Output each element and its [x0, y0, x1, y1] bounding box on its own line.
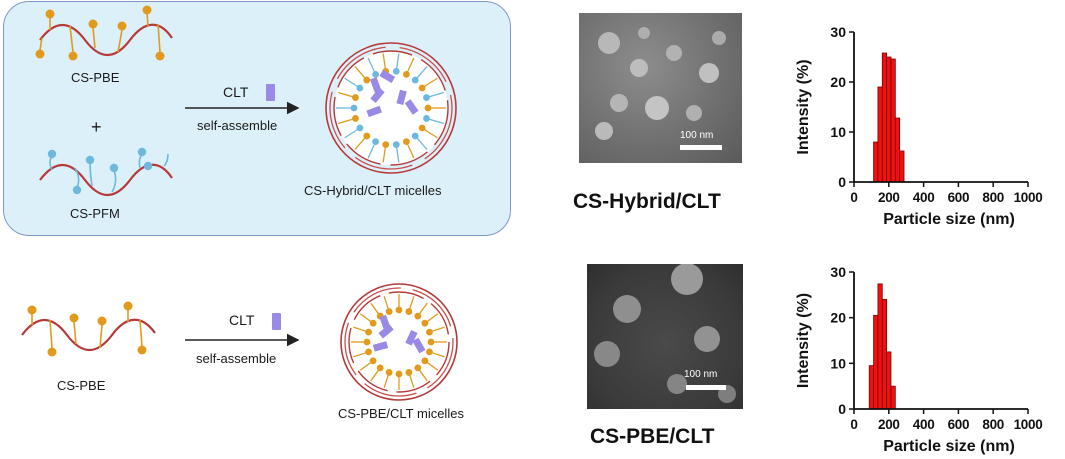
- histogram-bar: [873, 141, 879, 183]
- x-tick-label: 200: [878, 417, 900, 432]
- y-tick-label: 10: [830, 124, 846, 140]
- x-tick-label: 0: [850, 190, 857, 205]
- cs-pfm-label: CS-PFM: [70, 206, 120, 221]
- cs-pbe-label-2: CS-PBE: [57, 378, 106, 393]
- pbe-micelle-icon: [340, 283, 458, 401]
- caption-pbe: CS-PBE/CLT: [590, 425, 715, 448]
- x-tick-label: 400: [913, 417, 935, 432]
- histogram-bar: [877, 86, 883, 183]
- histogram-bar: [868, 365, 874, 410]
- tem-image-pbe: 100 nm: [587, 264, 743, 409]
- histogram-bar: [877, 283, 883, 410]
- x-tick-label: 800: [982, 190, 1004, 205]
- histogram-bar: [873, 314, 879, 410]
- tem-image-hybrid: 100 nm: [579, 13, 742, 163]
- hybrid-micelles-label: CS-Hybrid/CLT micelles: [304, 183, 442, 198]
- x-tick-label: 0: [850, 417, 857, 432]
- scale-bar-hybrid: [680, 145, 722, 150]
- self-assemble-label-2: self-assemble: [196, 351, 277, 366]
- x-tick-label: 1000: [1014, 417, 1043, 432]
- x-tick-label: 800: [982, 417, 1004, 432]
- y-tick-label: 30: [830, 264, 846, 280]
- cs-pbe-label: CS-PBE: [71, 70, 120, 85]
- y-tick-label: 20: [830, 74, 846, 90]
- scale-label-pbe: 100 nm: [684, 369, 718, 380]
- x-axis-label: Particle size (nm): [883, 211, 1015, 228]
- clt-label-2: CLT: [229, 312, 255, 328]
- y-tick-label: 20: [830, 310, 846, 326]
- cs-pbe-chain-icon-2: [21, 301, 156, 357]
- cs-pfm-chain-icon: [39, 147, 173, 196]
- hybrid-micelle-icon: [325, 42, 457, 174]
- plus-sign: +: [91, 117, 102, 137]
- cs-pbe-chain-icon: [35, 5, 173, 61]
- clt-label: CLT: [223, 84, 249, 100]
- y-tick-label: 0: [838, 401, 846, 417]
- clt-drug-icon: [266, 84, 275, 101]
- histogram-bar: [899, 150, 905, 183]
- pbe-micelles-label: CS-PBE/CLT micelles: [338, 406, 464, 421]
- y-tick-label: 0: [838, 174, 846, 190]
- y-tick-label: 10: [830, 355, 846, 371]
- histogram-bar: [886, 56, 892, 183]
- scale-bar-pbe: [686, 385, 726, 390]
- histogram-bar: [881, 299, 888, 410]
- y-axis-label: Intensity (%): [795, 293, 812, 388]
- histogram-bar: [881, 52, 888, 183]
- histogram-bar: [890, 58, 896, 183]
- y-tick-label: 30: [830, 24, 846, 40]
- x-tick-label: 200: [878, 190, 900, 205]
- x-tick-label: 600: [948, 190, 970, 205]
- histogram-bar: [890, 385, 896, 410]
- histogram-bar: [886, 351, 892, 410]
- clt-drug-icon-2: [272, 313, 281, 330]
- x-axis-label: Particle size (nm): [883, 438, 1015, 455]
- x-tick-label: 400: [913, 190, 935, 205]
- x-tick-label: 600: [948, 417, 970, 432]
- caption-hybrid: CS-Hybrid/CLT: [573, 190, 721, 213]
- scale-label-hybrid: 100 nm: [680, 130, 714, 141]
- x-tick-label: 1000: [1014, 190, 1043, 205]
- histogram-bar: [894, 117, 901, 183]
- y-axis-label: Intensity (%): [795, 59, 812, 154]
- self-assemble-label: self-assemble: [197, 118, 278, 133]
